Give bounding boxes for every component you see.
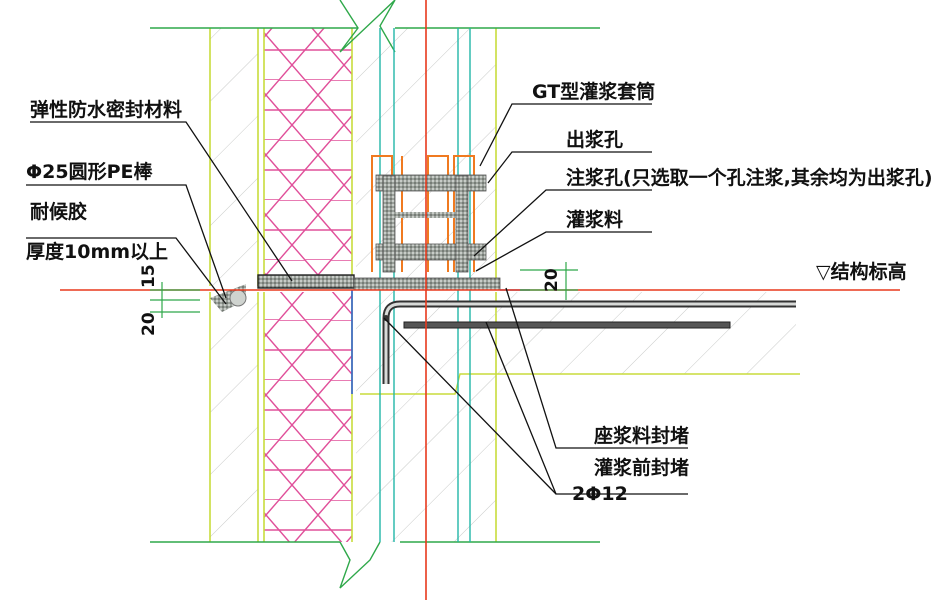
dim-text-20-left: 20	[139, 312, 159, 336]
label-thickness: 厚度10mm以上	[26, 240, 168, 263]
label-elastic-sealant: 弹性防水密封材料	[30, 98, 182, 121]
upper-break-zigzag	[339, 0, 396, 53]
dim-text-15-left: 15	[139, 264, 159, 288]
label-pe-rod: Φ25圆形PE棒	[26, 160, 153, 183]
label-outlet-hole: 出浆孔	[566, 128, 623, 151]
label-inlet-hole: 注浆孔(只选取一个孔注浆,其余均为出浆孔)	[566, 166, 933, 189]
label-grout: 灌浆料	[566, 208, 623, 231]
label-rebar: 2Φ12	[572, 483, 628, 505]
label-seat-seal: 座浆料封堵	[594, 424, 689, 447]
label-gt-sleeve: GT型灌浆套筒	[532, 80, 655, 103]
elastic-sealant-strip	[257, 274, 355, 289]
lower-outer-leaf	[210, 292, 258, 542]
dim-marker-left	[150, 282, 200, 318]
dim-marker-right	[520, 262, 578, 300]
lower-insulation-layer	[264, 292, 352, 542]
upper-insulation-layer	[264, 28, 352, 278]
dim-text-20-right: 20	[542, 268, 562, 292]
label-weather-glue: 耐候胶	[30, 200, 87, 223]
label-structural-elevation: ▽结构标高	[816, 260, 907, 283]
pe-rod	[229, 289, 247, 307]
lower-break-zigzag	[339, 541, 381, 589]
upper-wall-panel	[150, 0, 600, 286]
gt-grout-sleeves	[371, 155, 487, 273]
leader-lines	[26, 103, 688, 495]
label-pre-seal: 灌浆前封堵	[594, 456, 689, 479]
rebar-2phi12	[382, 300, 796, 384]
grout-bed-joint	[353, 277, 501, 291]
upper-outer-leaf	[210, 28, 258, 286]
